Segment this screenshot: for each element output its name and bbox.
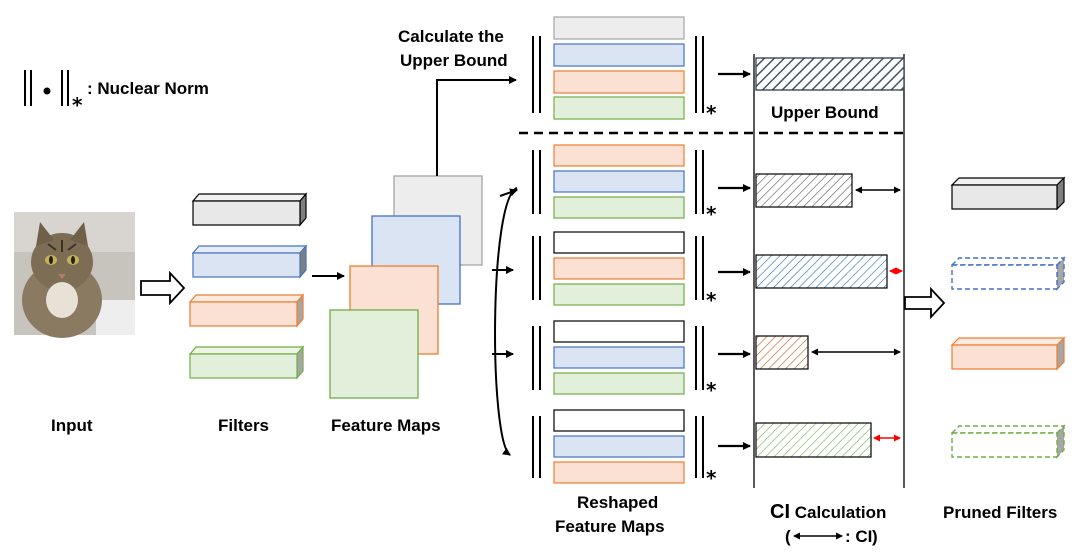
pruned-filter-orange [950, 336, 1066, 371]
feature-map-green [329, 309, 419, 399]
filter-blue [191, 244, 308, 279]
legend-subscript: * [72, 93, 83, 117]
label-ci-title: Calculation [790, 503, 886, 522]
hollow-arrow-pruned [904, 286, 946, 320]
upper-bound-group: * [532, 16, 717, 125]
pruned-filter-black [950, 176, 1066, 211]
pruned-filter-blue-removed [950, 256, 1066, 291]
filters-group [188, 192, 308, 380]
input-cat-image [14, 212, 135, 338]
asterisk-1: * [706, 202, 717, 226]
filter-black [191, 192, 308, 227]
ci-bar-4 [755, 422, 872, 458]
filter-orange [188, 293, 305, 328]
reshaped-group-1: * [532, 144, 717, 226]
filter-green [188, 345, 305, 380]
label-filters: Filters [218, 416, 269, 435]
ci-bar-3 [755, 335, 809, 370]
label-pruned-filters: Pruned Filters [943, 503, 1057, 522]
branch-arrows [492, 187, 518, 456]
legend-text: : Nuclear Norm [87, 79, 209, 98]
label-calc-upper-1: Calculate the [398, 27, 504, 46]
asterisk-2: * [706, 288, 717, 312]
reshaped-group-3: * [532, 320, 717, 402]
upper-bound-bar [755, 57, 905, 91]
label-feature-maps: Feature Maps [331, 416, 441, 435]
asterisk-3: * [706, 378, 717, 402]
upper-asterisk: * [706, 101, 717, 125]
pruned-filters-group [950, 176, 1066, 459]
asterisk-4: * [706, 466, 717, 490]
label-calc-upper-2: Upper Bound [400, 51, 508, 70]
label-ci-calculation: CI Calculation [770, 501, 886, 523]
ci-legend-paren-close: ) [872, 527, 878, 546]
pruned-filter-green-removed [950, 424, 1066, 459]
arrow-to-upper-bound [436, 76, 517, 176]
upper-bound-label: Upper Bound [771, 103, 879, 122]
ci-bar-1 [755, 173, 853, 208]
feature-maps-stack [329, 175, 483, 399]
reshaped-group-4: * [532, 409, 717, 490]
reshaped-group-2: * [532, 231, 717, 312]
label-reshaped-1: Reshaped [577, 493, 658, 512]
nuclear-norm-legend: * : Nuclear Norm [24, 70, 209, 117]
ci-legend: ( : CI ) [785, 527, 878, 546]
hollow-arrow-input [140, 270, 186, 306]
ci-legend-paren-open: ( [785, 527, 791, 546]
ci-bar-2 [755, 254, 888, 289]
ci-legend-text: : CI [845, 527, 872, 546]
label-reshaped-2: Feature Maps [555, 517, 665, 536]
label-input: Input [51, 416, 93, 435]
label-ci-prefix: CI [770, 501, 790, 523]
